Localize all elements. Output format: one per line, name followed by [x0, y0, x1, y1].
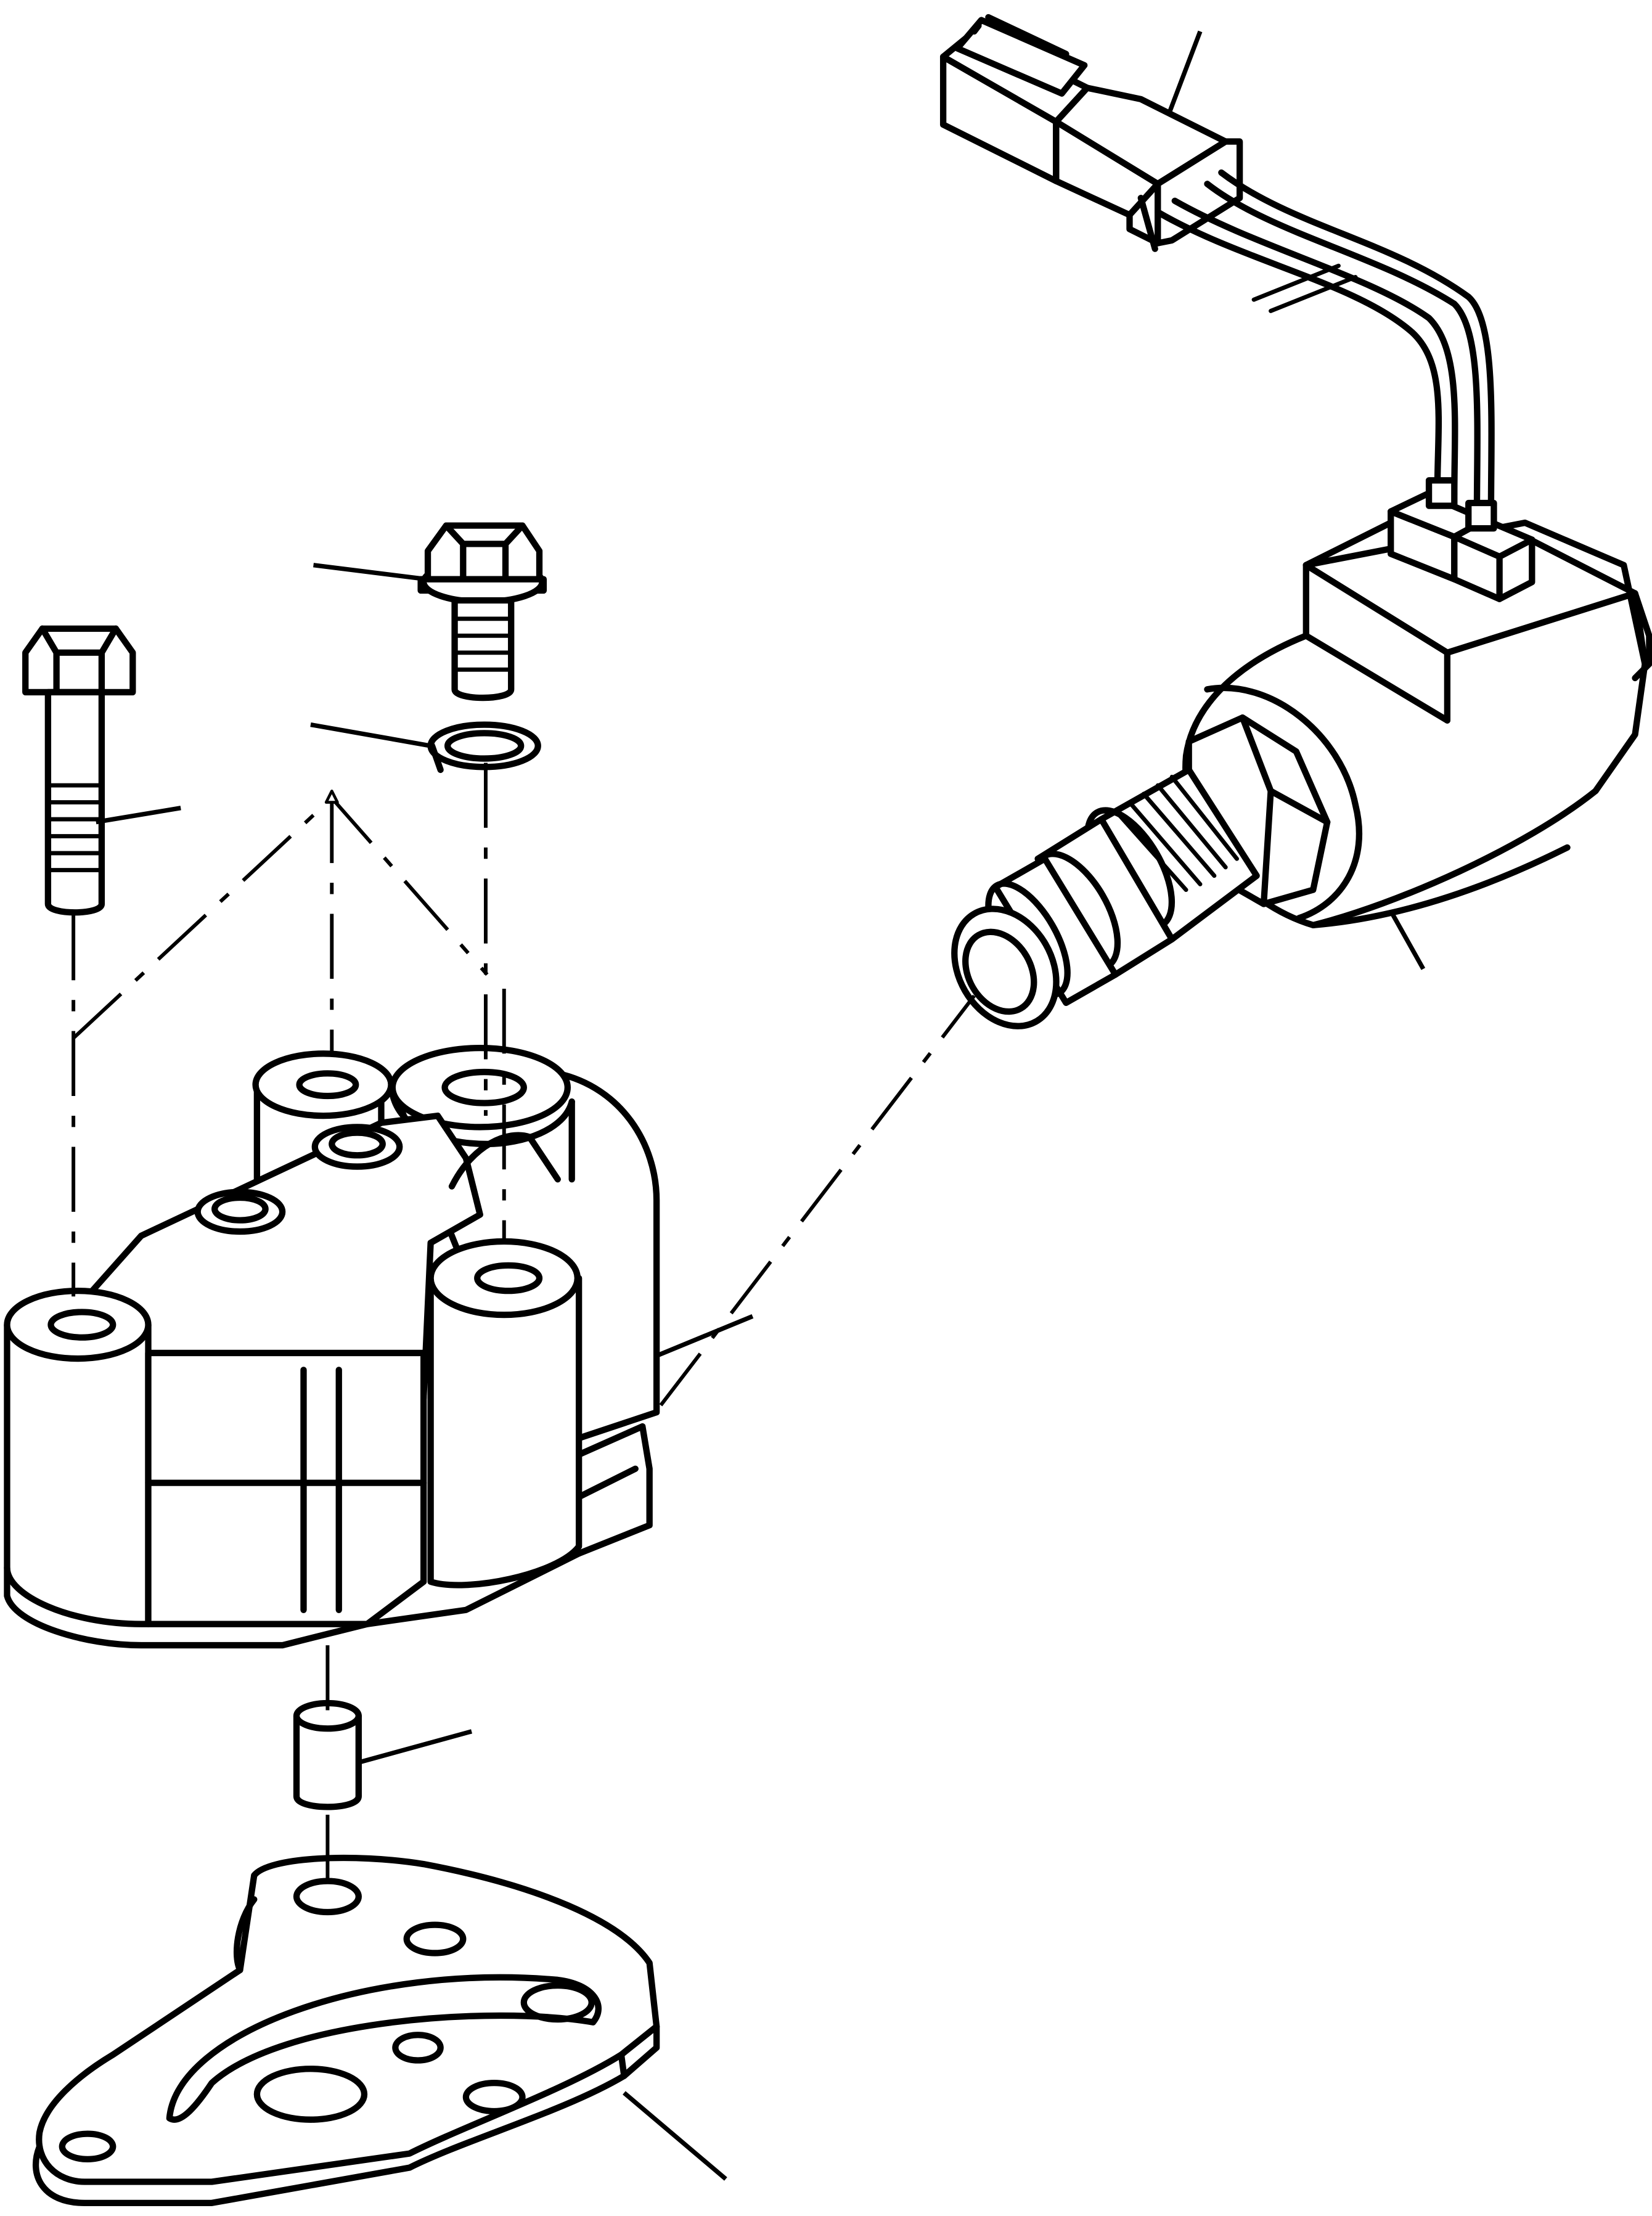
leader-dowel-pin: [358, 1729, 473, 1765]
hex-bolt: [22, 625, 136, 916]
leader-flange-bolt: [313, 563, 427, 582]
leader-valve-block: [655, 1314, 754, 1358]
leader-gasket: [623, 2091, 727, 2181]
leader-washer: [310, 722, 431, 748]
leader-solenoid: [1389, 910, 1426, 970]
leader-connector: [1167, 30, 1203, 115]
leader-lines: [96, 30, 1426, 2181]
flange-bolt: [417, 522, 547, 701]
valve-block: [4, 1044, 660, 1649]
cable: [1155, 169, 1495, 515]
leader-hex-bolt: [96, 806, 181, 825]
dowel-pin: [293, 1699, 362, 1810]
electrical-connector: [939, 14, 1243, 252]
gasket-plate: [32, 1854, 660, 2207]
assembly-centerlines: [72, 763, 976, 1886]
solenoid-valve: [951, 477, 1652, 1029]
